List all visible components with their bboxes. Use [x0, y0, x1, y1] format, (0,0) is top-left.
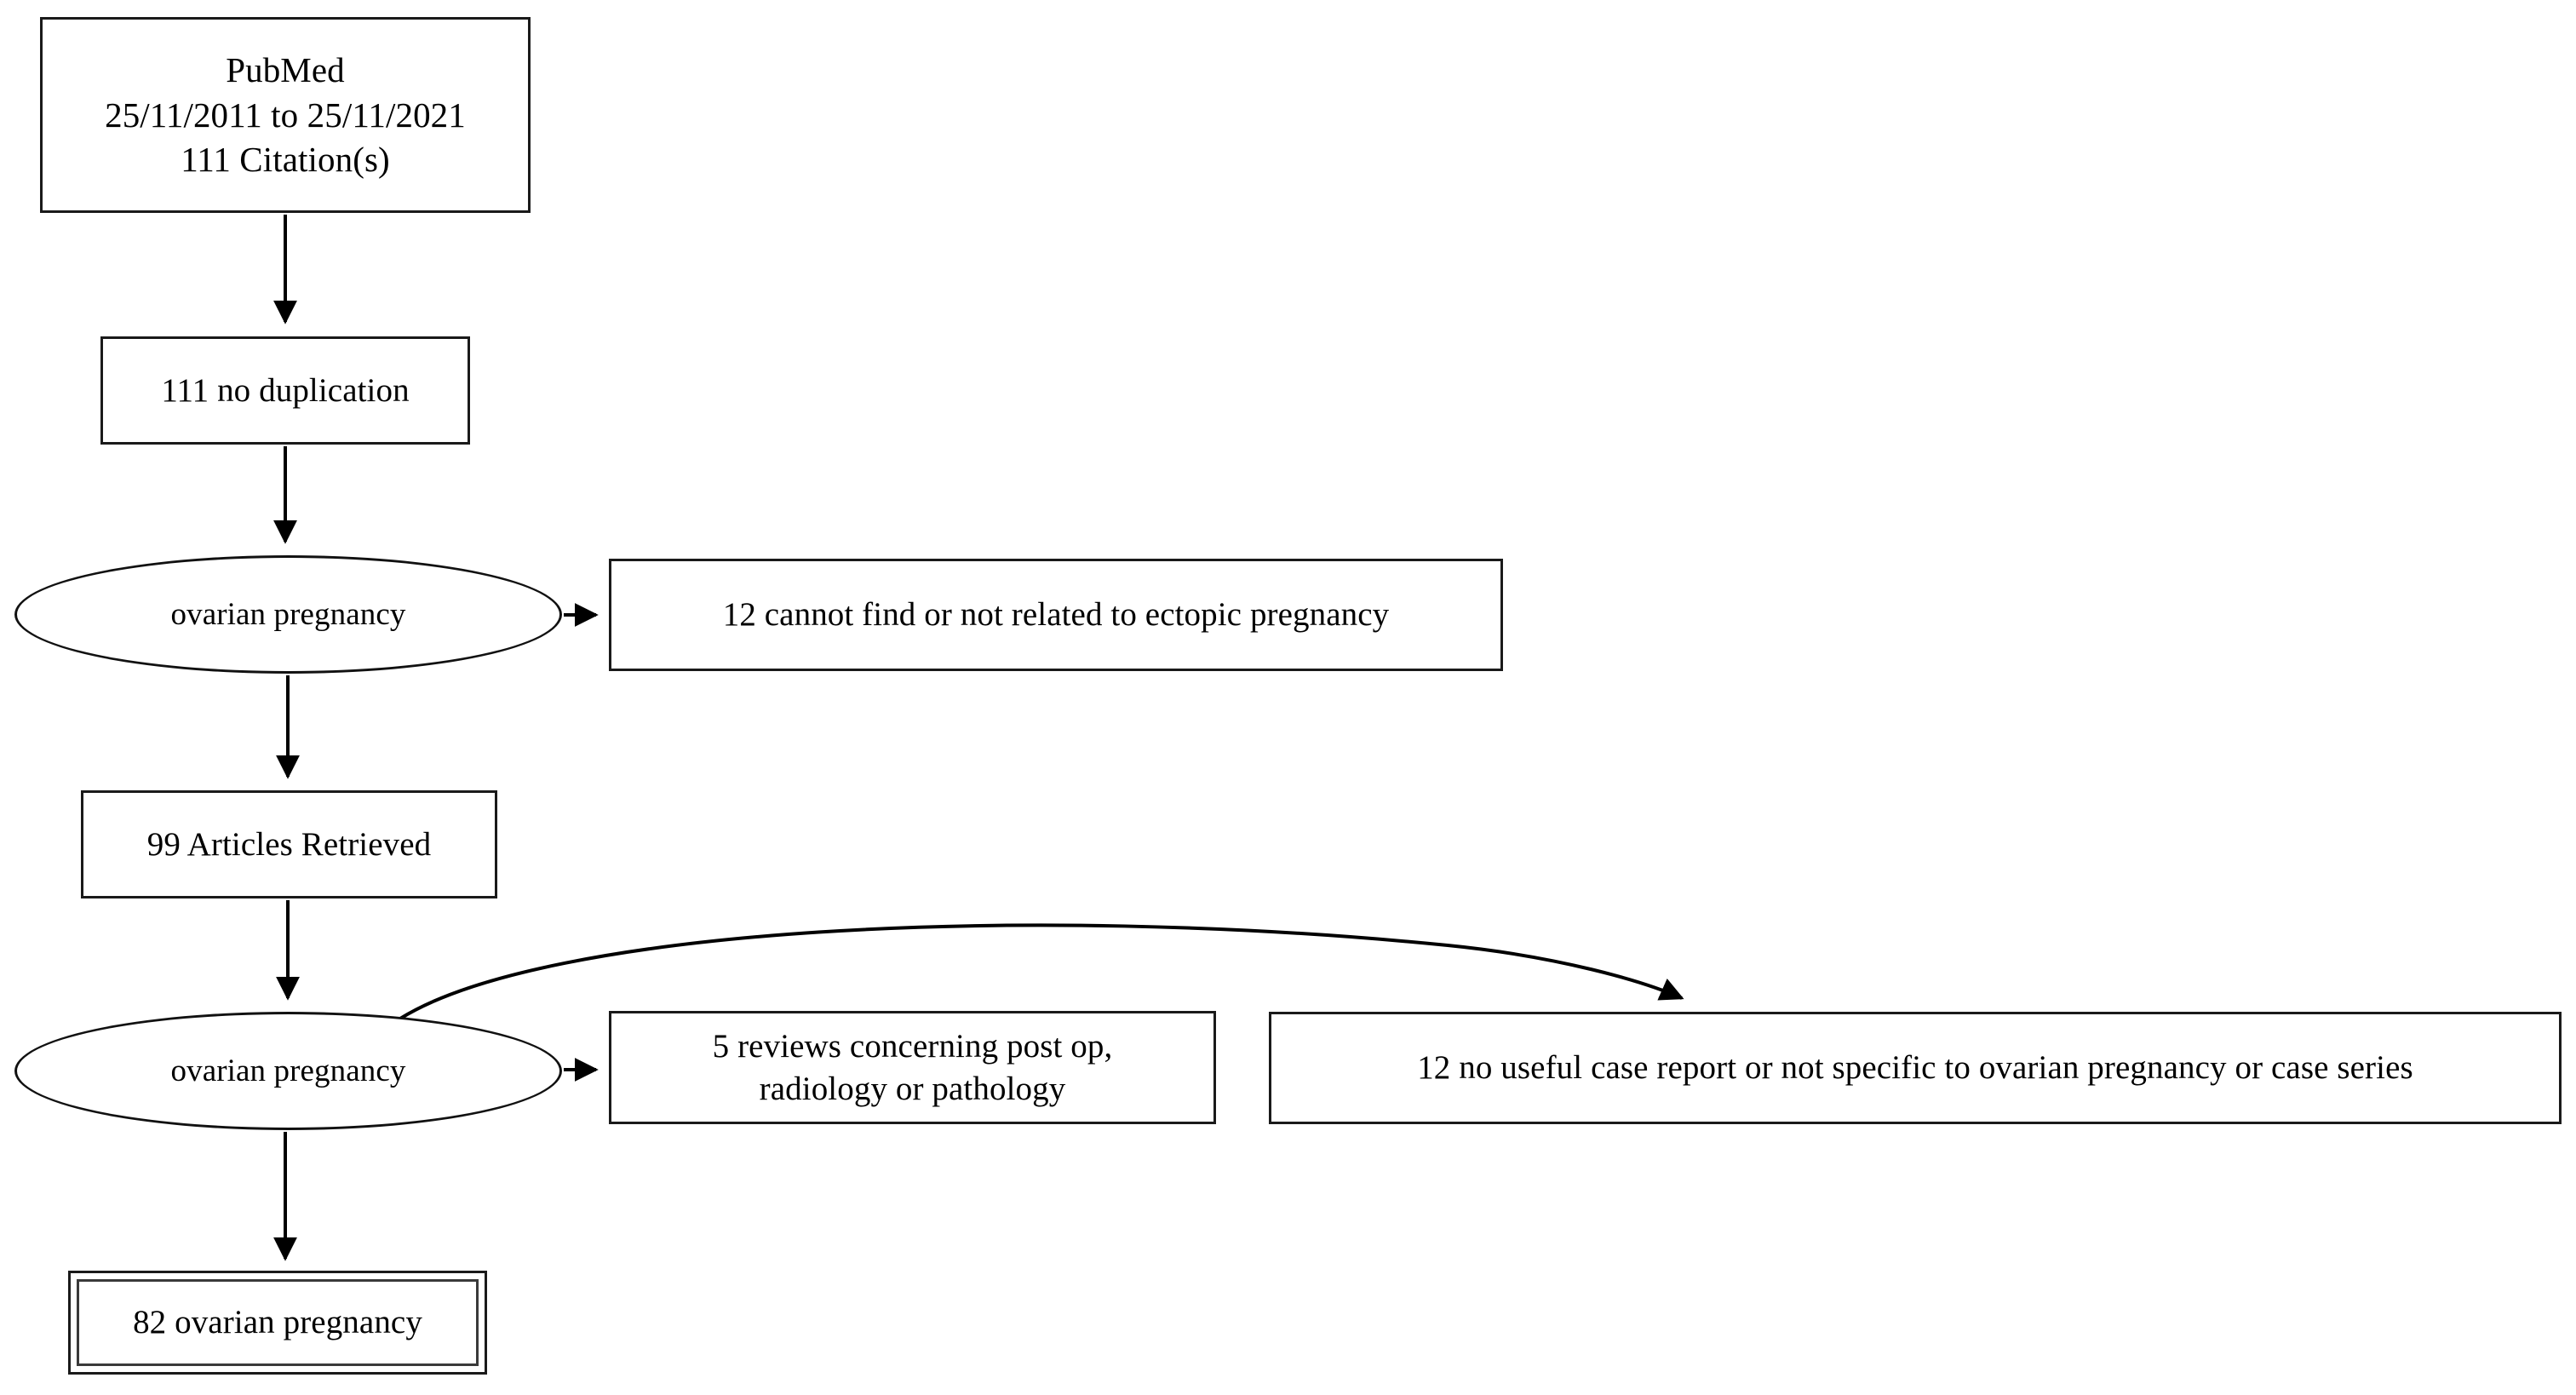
node-articles-retrieved-label: 99 Articles Retrieved [146, 825, 432, 863]
node-excluded-reviews[interactable]: 5 reviews concerning post op, radiology … [609, 1011, 1216, 1124]
node-screening-ovarian-pregnancy-1[interactable]: ovarian pregnancy [14, 555, 562, 674]
node-excluded-not-related-label: 12 cannot find or not related to ectopic… [722, 596, 1390, 634]
node-pubmed-source-label: PubMed 25/11/2011 to 25/11/2021 111 Cita… [105, 50, 466, 180]
node-excluded-no-useful-case-report-label: 12 no useful case report or not specific… [1417, 1049, 2413, 1087]
node-no-duplication-label: 111 no duplication [161, 371, 410, 409]
node-no-duplication[interactable]: 111 no duplication [100, 336, 470, 445]
node-articles-retrieved[interactable]: 99 Articles Retrieved [81, 790, 497, 898]
node-included-ovarian-pregnancy[interactable]: 82 ovarian pregnancy [68, 1271, 487, 1375]
node-excluded-no-useful-case-report[interactable]: 12 no useful case report or not specific… [1269, 1012, 2562, 1124]
node-included-ovarian-pregnancy-label: 82 ovarian pregnancy [133, 1304, 422, 1341]
node-screening-ovarian-pregnancy-2[interactable]: ovarian pregnancy [14, 1012, 562, 1130]
node-pubmed-source[interactable]: PubMed 25/11/2011 to 25/11/2021 111 Cita… [40, 17, 531, 213]
node-included-inner-border: 82 ovarian pregnancy [77, 1279, 479, 1366]
node-excluded-reviews-label: 5 reviews concerning post op, radiology … [712, 1027, 1113, 1107]
node-screening-ovarian-pregnancy-2-label: ovarian pregnancy [170, 1053, 406, 1088]
node-excluded-not-related[interactable]: 12 cannot find or not related to ectopic… [609, 559, 1503, 671]
node-screening-ovarian-pregnancy-1-label: ovarian pregnancy [170, 596, 406, 632]
edge-screen2-to-excl3 [399, 923, 1684, 1020]
